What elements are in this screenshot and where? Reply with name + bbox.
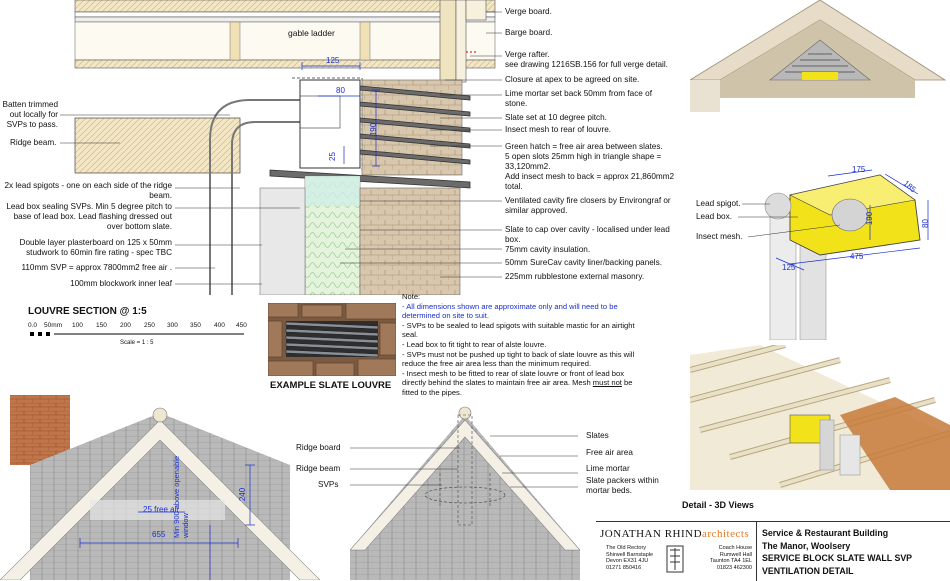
scale-tick: 50mm [44, 322, 63, 329]
scale-bar: 0.0 50mm 100 150 200 250 300 350 400 450… [28, 322, 258, 352]
dim-min-900: Min 900 above openable window [172, 455, 190, 538]
dim-655: 655 [152, 530, 166, 539]
label-insect-mesh-3d: Insect mesh. [696, 232, 743, 241]
label-slate-packers: Slate packers within mortar beds. [586, 476, 659, 495]
notes-block: Note: - All dimensions shown are approxi… [402, 292, 647, 398]
label-lime-mortar: Lime mortar set back 50mm from face of s… [505, 89, 652, 108]
dim-240: 240 [238, 487, 248, 502]
scale-tick: 100 [72, 322, 83, 329]
crest-icon [666, 545, 684, 573]
example-caption: EXAMPLE SLATE LOUVRE [270, 380, 392, 391]
label-ridge-board: Ridge board [296, 443, 341, 452]
scale-caption: Scale = 1 : 5 [120, 340, 154, 346]
louvre-section-title: LOUVRE SECTION @ 1:5 [28, 306, 147, 317]
label-ridge-beam: Ridge beam. [10, 138, 57, 147]
note-line-5: - Insect mesh to be fitted to rear of sl… [402, 368, 633, 397]
dim-25: 25 [327, 152, 337, 161]
dim3d-175: 175 [852, 165, 866, 174]
label-svp-110: 110mm SVP = approx 7800mm2 free air . [21, 263, 172, 272]
title-block: JONATHAN RHINDarchitects The Old Rectory… [596, 521, 950, 581]
louvre-section-drawing [60, 0, 502, 295]
label-ridge-beam-mid: Ridge beam [296, 464, 341, 473]
label-svps: SVPs [318, 480, 339, 489]
label-slate-cap: Slate to cap over cavity - localised und… [505, 225, 670, 244]
dim3d-475: 475 [850, 252, 864, 261]
dim3d-125: 125 [782, 263, 796, 272]
scale-tick: 400 [214, 322, 225, 329]
firm-address-right: Coach House Rumwell Hall Taunton TA4 1EL… [710, 545, 752, 571]
label-plasterboard: Double layer plasterboard on 125 x 50mm … [19, 238, 172, 257]
firm-suffix: architects [702, 528, 750, 540]
note-line-2: - SVPs to be sealed to lead spigots with… [402, 320, 635, 340]
scale-tick: 250 [144, 322, 155, 329]
label-lead-box-3d: Lead box. [696, 212, 732, 221]
label-insect-mesh: Insect mesh to rear of louvre. [505, 125, 612, 134]
label-cavity-insulation: 75mm cavity insulation. [505, 245, 591, 254]
label-batten: Batten trimmed out locally for SVPs to p… [2, 100, 58, 129]
dim-125: 125 [326, 56, 340, 65]
label-lime-mortar-mid: Lime mortar [586, 464, 630, 473]
3d-view-gable [690, 0, 950, 160]
dim3d-80: 80 [920, 219, 930, 228]
label-lead-spigots: 2x lead spigots - one on each side of th… [4, 181, 173, 200]
dim-190: 190 [369, 122, 379, 137]
left-elevation-drawing [0, 395, 335, 580]
label-verge-rafter: Verge rafter. see drawing 1216SB.156 for… [505, 50, 668, 69]
middle-elevation-drawing [350, 406, 580, 580]
note-line-3: - Lead box to fit tight to rear of alste… [402, 339, 547, 349]
scale-tick: 350 [190, 322, 201, 329]
label-fire-closers: Ventilated cavity fire closers by Enviro… [505, 196, 671, 215]
note-line-1: - All dimensions shown are approximate o… [402, 301, 618, 321]
scale-tick: 150 [96, 322, 107, 329]
dim-80: 80 [336, 86, 345, 95]
label-lead-spigot-3d: Lead spigot. [696, 199, 741, 208]
label-green-hatch: Green hatch = free air area between slat… [505, 142, 675, 191]
project-title: Service & Restaurant Building The Manor,… [762, 528, 913, 576]
label-lead-box: Lead box sealing SVPs. Min 5 degree pitc… [6, 202, 172, 231]
label-slates: Slates [586, 431, 609, 440]
firm-name: JONATHAN RHIND [600, 528, 703, 540]
3d-view-lead-box [690, 160, 950, 340]
label-barge-board: Barge board. [505, 28, 553, 37]
label-surecav: 50mm SureCav cavity liner/backing panels… [505, 258, 662, 267]
example-slate-louvre-photo [268, 303, 396, 376]
dim3d-190: 190 [865, 211, 875, 226]
scale-tick: 0.0 [28, 322, 38, 329]
scale-tick: 450 [236, 322, 247, 329]
label-rubblestone: 225mm rubblestone external masonry. [505, 272, 645, 281]
scale-tick: 300 [167, 322, 178, 329]
label-free-air-area: Free air area [586, 448, 633, 457]
gable-ladder-label: gable ladder [288, 28, 335, 38]
dim-free-air: 25 free air [143, 505, 180, 514]
3d-view-roof-cutaway [690, 345, 950, 490]
label-slate-pitch: Slate set at 10 degree pitch. [505, 113, 607, 122]
3d-views-caption: Detail - 3D Views [682, 500, 754, 510]
note-title: Note: [402, 292, 421, 301]
label-closure: Closure at apex to be agreed on site. [505, 75, 640, 84]
label-verge-board: Verge board. [505, 7, 552, 16]
label-blockwork: 100mm blockwork inner leaf [70, 279, 172, 288]
scale-tick: 200 [120, 322, 131, 329]
firm-address-left: The Old Rectory Shirwell Barnstaple Devo… [606, 545, 654, 571]
note-line-4: - SVPs must not be pushed up tight to ba… [402, 349, 635, 369]
firm-logo: JONATHAN RHINDarchitects [600, 528, 749, 540]
